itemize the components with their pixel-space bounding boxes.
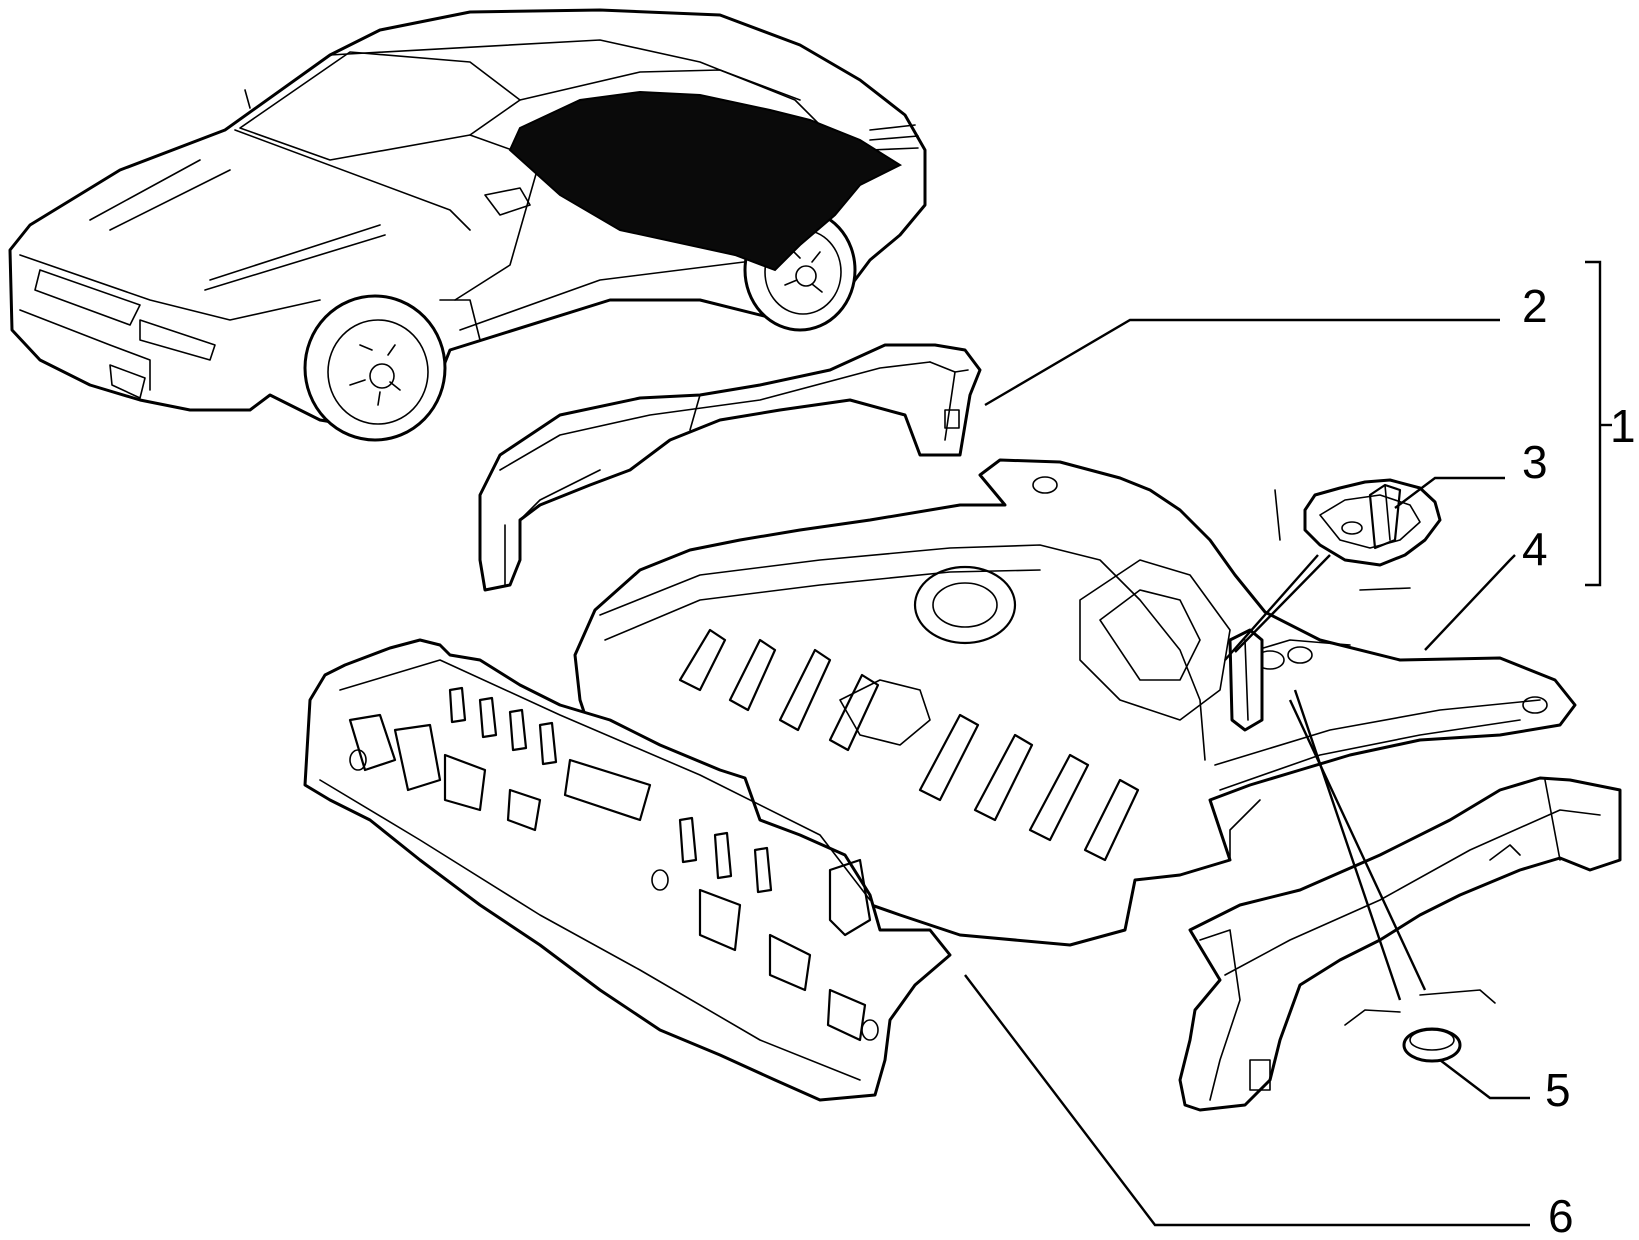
highlighted-floor-area: [508, 90, 903, 272]
part-5-plug: [1402, 1027, 1462, 1063]
callout-3: 3: [1522, 436, 1548, 488]
leader-line-5: [1439, 1059, 1530, 1100]
spare-wheel-well: [913, 565, 1017, 645]
leader-line-4: [1424, 554, 1516, 651]
front-wheel: [303, 294, 447, 442]
bracket-group-1: [1585, 260, 1602, 587]
car-locator-illustration: [8, 8, 927, 442]
leader-line-3: [1394, 476, 1505, 509]
callout-5: 5: [1545, 1064, 1571, 1116]
callout-4: 4: [1522, 523, 1548, 575]
part-2-cross-member: [478, 343, 982, 592]
plug-pointer-a: [1293, 689, 1402, 1001]
callout-6: 6: [1548, 1190, 1574, 1240]
part-3-bracket: [1274, 478, 1442, 591]
leader-line-2: [984, 318, 1500, 407]
floor-ribs: [678, 628, 1140, 862]
plug-pointer-b: [1288, 699, 1427, 991]
tunnel-openings: [348, 686, 867, 1042]
callout-1: 1: [1610, 400, 1636, 452]
leader-lines: [964, 260, 1612, 1227]
part-6-tunnel: [303, 638, 952, 1102]
part-4-floor-pan: [573, 458, 1577, 947]
callout-labels: 2 1 3 4 5 6: [1522, 280, 1636, 1240]
leader-line-6: [964, 974, 1530, 1227]
rear-side-rail: [1178, 776, 1622, 1112]
callout-2: 2: [1522, 280, 1548, 332]
